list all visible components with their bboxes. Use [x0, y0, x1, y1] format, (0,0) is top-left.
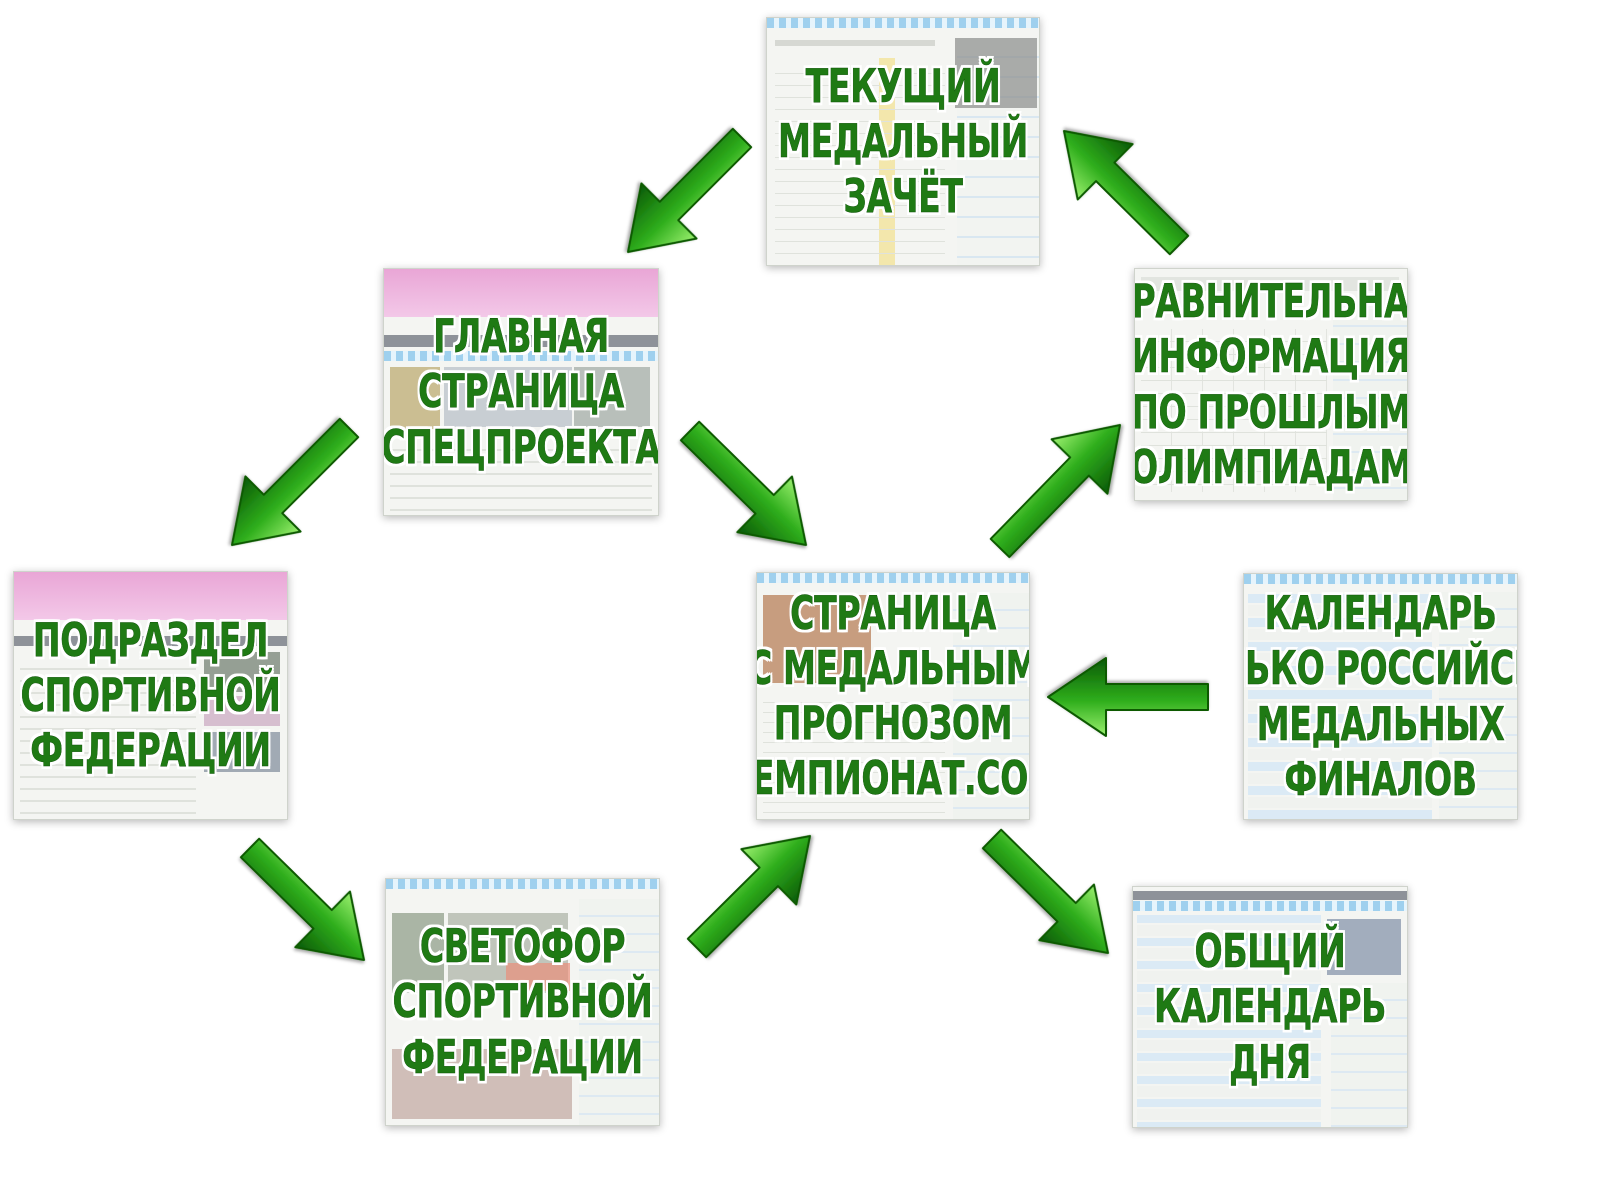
arrow-main-page-to-medal-forecast: [679, 420, 807, 546]
main-page-node[interactable]: ГЛАВНАЯ СТРАНИЦА СПЕЦПРОЕКТА: [383, 268, 659, 516]
past-olympics-label-line: ИНФОРМАЦИЯ: [1134, 329, 1408, 384]
traffic-light-label-line: ФЕДЕРАЦИИ: [402, 1029, 643, 1084]
arrow-federation-traffic-light-to-medal-forecast: [686, 834, 812, 959]
federation-section-label: ПОДРАЗДЕЛ СПОРТИВНОЙ ФЕДЕРАЦИИ: [20, 572, 281, 819]
russian-finals-node[interactable]: КАЛЕНДАРЬ ТОЛЬКО РОССИЙСКИХ МЕДАЛЬНЫХ ФИ…: [1243, 573, 1518, 820]
federation-section-label-line: ПОДРАЗДЕЛ: [32, 612, 269, 667]
past-olympics-label-line: ОЛИМПИАДАМ: [1134, 439, 1408, 494]
federation-section-node[interactable]: ПОДРАЗДЕЛ СПОРТИВНОЙ ФЕДЕРАЦИИ: [13, 571, 288, 820]
day-calendar-label-line: ОБЩИЙ: [1194, 924, 1346, 979]
medal-forecast-node[interactable]: СТРАНИЦА С МЕДАЛЬНЫМ ПРОГНОЗОМ «ЧЕМПИОНА…: [756, 572, 1030, 820]
past-olympics-thumbnail: [1135, 269, 1407, 500]
main-page-label-line: ГЛАВНАЯ: [433, 309, 610, 364]
day-calendar-node[interactable]: ОБЩИЙ КАЛЕНДАРЬ ДНЯ: [1132, 886, 1408, 1128]
day-calendar-label-line: КАЛЕНДАРЬ: [1154, 979, 1387, 1034]
arrow-main-page-to-federation-section: [231, 417, 360, 546]
day-calendar-label-line: ДНЯ: [1229, 1034, 1311, 1089]
traffic-light-label: СВЕТОФОР СПОРТИВНОЙ ФЕДЕРАЦИИ: [392, 879, 653, 1125]
past-olympics-label: СРАВНИТЕЛЬНАЯ ИНФОРМАЦИЯ ПО ПРОШЛЫМ ОЛИМ…: [1135, 269, 1407, 500]
day-calendar-thumbnail: [1133, 887, 1407, 1127]
medal-forecast-label-line: «ЧЕМПИОНАТ.COM»: [757, 751, 1029, 806]
medal-forecast-thumbnail: [757, 573, 1029, 819]
medal-table-thumbnail: [767, 18, 1039, 265]
medal-table-node[interactable]: ТЕКУЩИЙ МЕДАЛЬНЫЙ ЗАЧЁТ: [766, 17, 1040, 266]
past-olympics-label-line: СРАВНИТЕЛЬНАЯ: [1134, 274, 1408, 329]
medal-table-label: ТЕКУЩИЙ МЕДАЛЬНЫЙ ЗАЧЁТ: [778, 18, 1029, 265]
main-page-thumbnail: [384, 269, 658, 515]
russian-finals-label-line: ТОЛЬКО РОССИЙСКИХ: [1244, 641, 1517, 696]
russian-finals-label-line: МЕДАЛЬНЫХ: [1256, 696, 1505, 751]
russian-finals-thumbnail: [1244, 574, 1517, 819]
medal-table-label-line: ЗАЧЁТ: [843, 169, 963, 224]
russian-finals-label: КАЛЕНДАРЬ ТОЛЬКО РОССИЙСКИХ МЕДАЛЬНЫХ ФИ…: [1244, 574, 1517, 819]
federation-section-label-line: ФЕДЕРАЦИИ: [30, 723, 271, 778]
traffic-light-label-line: СПОРТИВНОЙ: [392, 974, 653, 1029]
arrow-medal-table-to-main-page: [626, 127, 753, 254]
medal-forecast-label-line: С МЕДАЛЬНЫМ: [756, 640, 1030, 696]
arrow-past-olympics-to-medal-table: [1062, 129, 1190, 256]
arrow-medal-forecast-to-day-calendar: [981, 828, 1109, 954]
arrow-russian-finals-to-medal-forecast: [1047, 657, 1209, 737]
medal-table-label-line: МЕДАЛЬНЫЙ: [778, 113, 1029, 169]
arrow-medal-forecast-to-past-olympics: [989, 423, 1121, 559]
past-olympics-label-line: ПО ПРОШЛЫМ: [1134, 384, 1408, 439]
traffic-light-node[interactable]: СВЕТОФОР СПОРТИВНОЙ ФЕДЕРАЦИИ: [385, 878, 660, 1126]
past-olympics-node[interactable]: СРАВНИТЕЛЬНАЯ ИНФОРМАЦИЯ ПО ПРОШЛЫМ ОЛИМ…: [1134, 268, 1408, 501]
traffic-light-label-line: СВЕТОФОР: [419, 919, 626, 974]
main-page-label-line: СТРАНИЦА: [418, 364, 624, 419]
traffic-light-thumbnail: [386, 879, 659, 1125]
russian-finals-label-line: КАЛЕНДАРЬ: [1264, 586, 1497, 641]
medal-forecast-label: СТРАНИЦА С МЕДАЛЬНЫМ ПРОГНОЗОМ «ЧЕМПИОНА…: [757, 573, 1029, 819]
federation-section-label-line: СПОРТИВНОЙ: [20, 667, 281, 723]
medal-table-label-line: ТЕКУЩИЙ: [805, 58, 1001, 113]
russian-finals-label-line: ФИНАЛОВ: [1284, 751, 1477, 806]
day-calendar-label: ОБЩИЙ КАЛЕНДАРЬ ДНЯ: [1154, 887, 1387, 1127]
federation-section-thumbnail: [14, 572, 287, 819]
main-page-label-line: СПЕЦПРОЕКТА: [383, 419, 659, 474]
main-page-label: ГЛАВНАЯ СТРАНИЦА СПЕЦПРОЕКТА: [384, 269, 658, 515]
arrow-federation-section-to-federation-traffic-light: [239, 837, 366, 961]
medal-forecast-label-line: СТРАНИЦА: [790, 585, 996, 640]
medal-forecast-label-line: ПРОГНОЗОМ: [773, 696, 1013, 751]
